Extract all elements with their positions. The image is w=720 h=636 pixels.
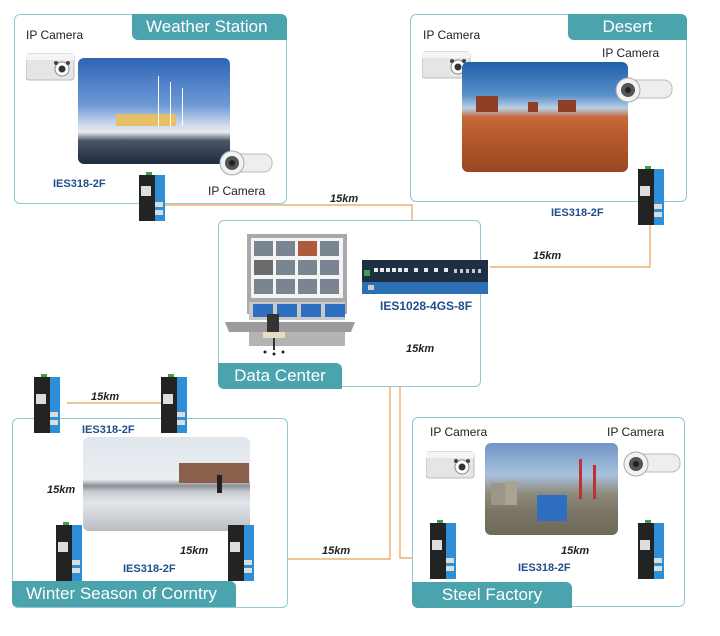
switch-model-label: IES1028-4GS-8F (380, 299, 473, 313)
camera-label: IP Camera (602, 46, 660, 60)
bullet-camera-icon (425, 450, 482, 484)
zone-title-weather-station: Weather Station (132, 14, 287, 40)
switch-model-label: IES318-2F (82, 424, 135, 436)
camera-label: IP Camera (208, 184, 266, 198)
distance-label: 15km (406, 343, 435, 355)
dome-camera-icon (218, 148, 274, 180)
distance-label: 15km (91, 391, 120, 403)
distance-label: 15km (330, 193, 359, 205)
dome-camera-icon (622, 448, 682, 482)
zone-title-steel-factory: Steel Factory (412, 582, 572, 608)
bullet-camera-icon (25, 52, 82, 86)
dome-camera-icon (614, 74, 674, 108)
winter-photo (83, 437, 250, 531)
switch-model-label: IES318-2F (518, 562, 571, 574)
distance-label: 15km (533, 250, 562, 262)
distance-label: 15km (180, 545, 209, 557)
industrial-switch-icon (636, 166, 666, 226)
camera-label: IP Camera (430, 425, 488, 439)
bullet-camera-icon (421, 50, 478, 84)
switch-model-label: IES318-2F (551, 207, 604, 219)
distance-label: 15km (561, 545, 590, 557)
core-switch-icon (360, 258, 490, 298)
industrial-switch-icon (32, 374, 62, 434)
zone-title-data-center: Data Center (218, 363, 342, 389)
switch-model-label: IES318-2F (53, 178, 106, 190)
camera-label: IP Camera (26, 28, 84, 42)
zone-title-desert: Desert (568, 14, 687, 40)
desert-photo (462, 62, 628, 172)
industrial-switch-icon (159, 374, 189, 434)
distance-label: 15km (322, 545, 351, 557)
steel-factory-photo (485, 443, 618, 535)
weather-station-photo (78, 58, 230, 164)
industrial-switch-icon (428, 520, 458, 580)
control-room-illustration (225, 232, 355, 357)
camera-label: IP Camera (607, 425, 665, 439)
camera-label: IP Camera (423, 28, 481, 42)
zone-title-winter: Winter Season of Corntry (12, 581, 236, 607)
industrial-switch-icon (137, 172, 167, 221)
industrial-switch-icon (226, 522, 256, 582)
industrial-switch-icon (636, 520, 666, 580)
industrial-switch-icon (54, 522, 84, 582)
distance-label: 15km (47, 484, 76, 496)
switch-model-label: IES318-2F (123, 563, 176, 575)
fiber-desert-core (490, 220, 651, 268)
